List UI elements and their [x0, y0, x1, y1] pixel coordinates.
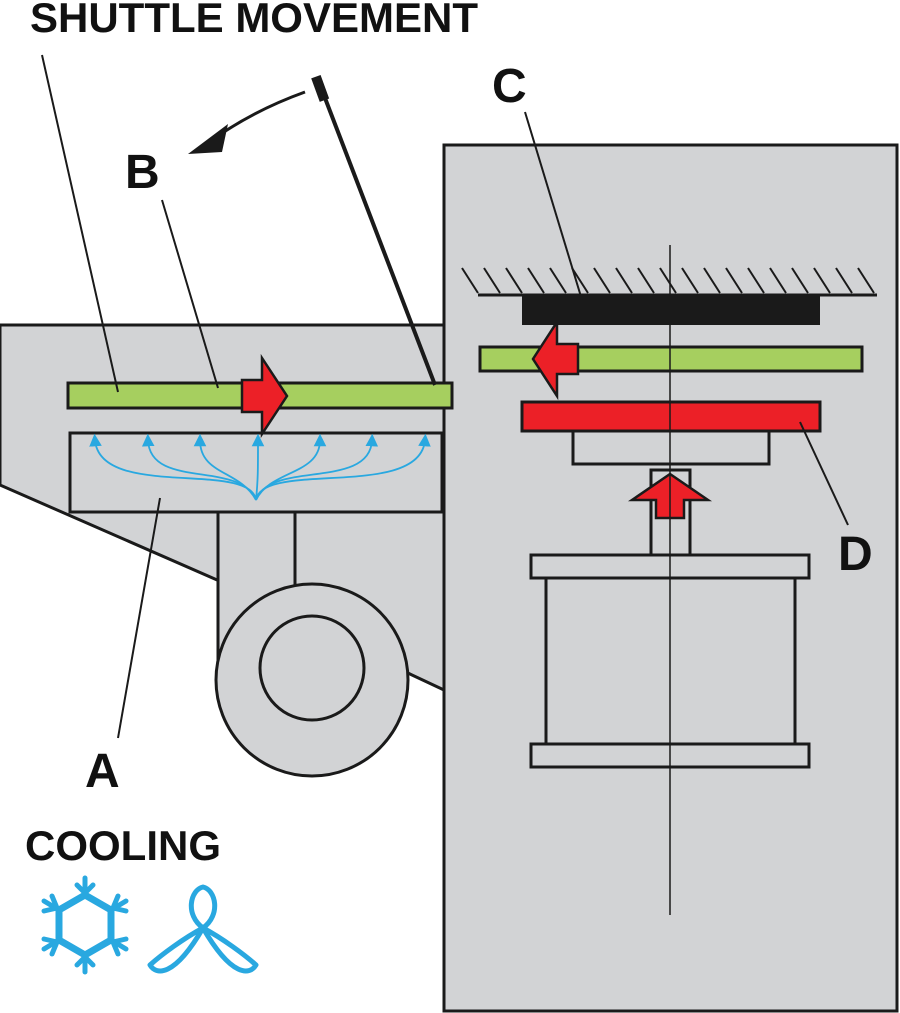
upper-platen [522, 295, 820, 325]
label-b: B [125, 146, 160, 199]
shuttle-lever [318, 84, 437, 386]
leader-c [524, 111, 583, 301]
label-d: D [838, 528, 873, 581]
leader-title [41, 54, 119, 393]
snowflake-icon [41, 875, 129, 975]
leader-a [117, 497, 161, 739]
fan-icon [147, 884, 259, 974]
fixed-top-hatching [461, 267, 875, 294]
label-a: A [85, 745, 120, 798]
diagram-title: SHUTTLE MOVEMENT [30, 0, 478, 41]
leader-b [161, 199, 219, 389]
shuttle-right-arrow [240, 353, 289, 439]
lower-platen [571, 429, 771, 466]
shuttle-curved-arrow [214, 90, 306, 140]
label-c: C [492, 60, 527, 113]
roller-inner [258, 614, 366, 722]
lever-tip [311, 75, 330, 102]
heated-plate [520, 400, 822, 433]
cooling-label: COOLING [25, 822, 221, 869]
shuttle-left-arrow [531, 317, 580, 401]
leader-d [799, 421, 849, 526]
cooling-airflow [89, 433, 431, 501]
